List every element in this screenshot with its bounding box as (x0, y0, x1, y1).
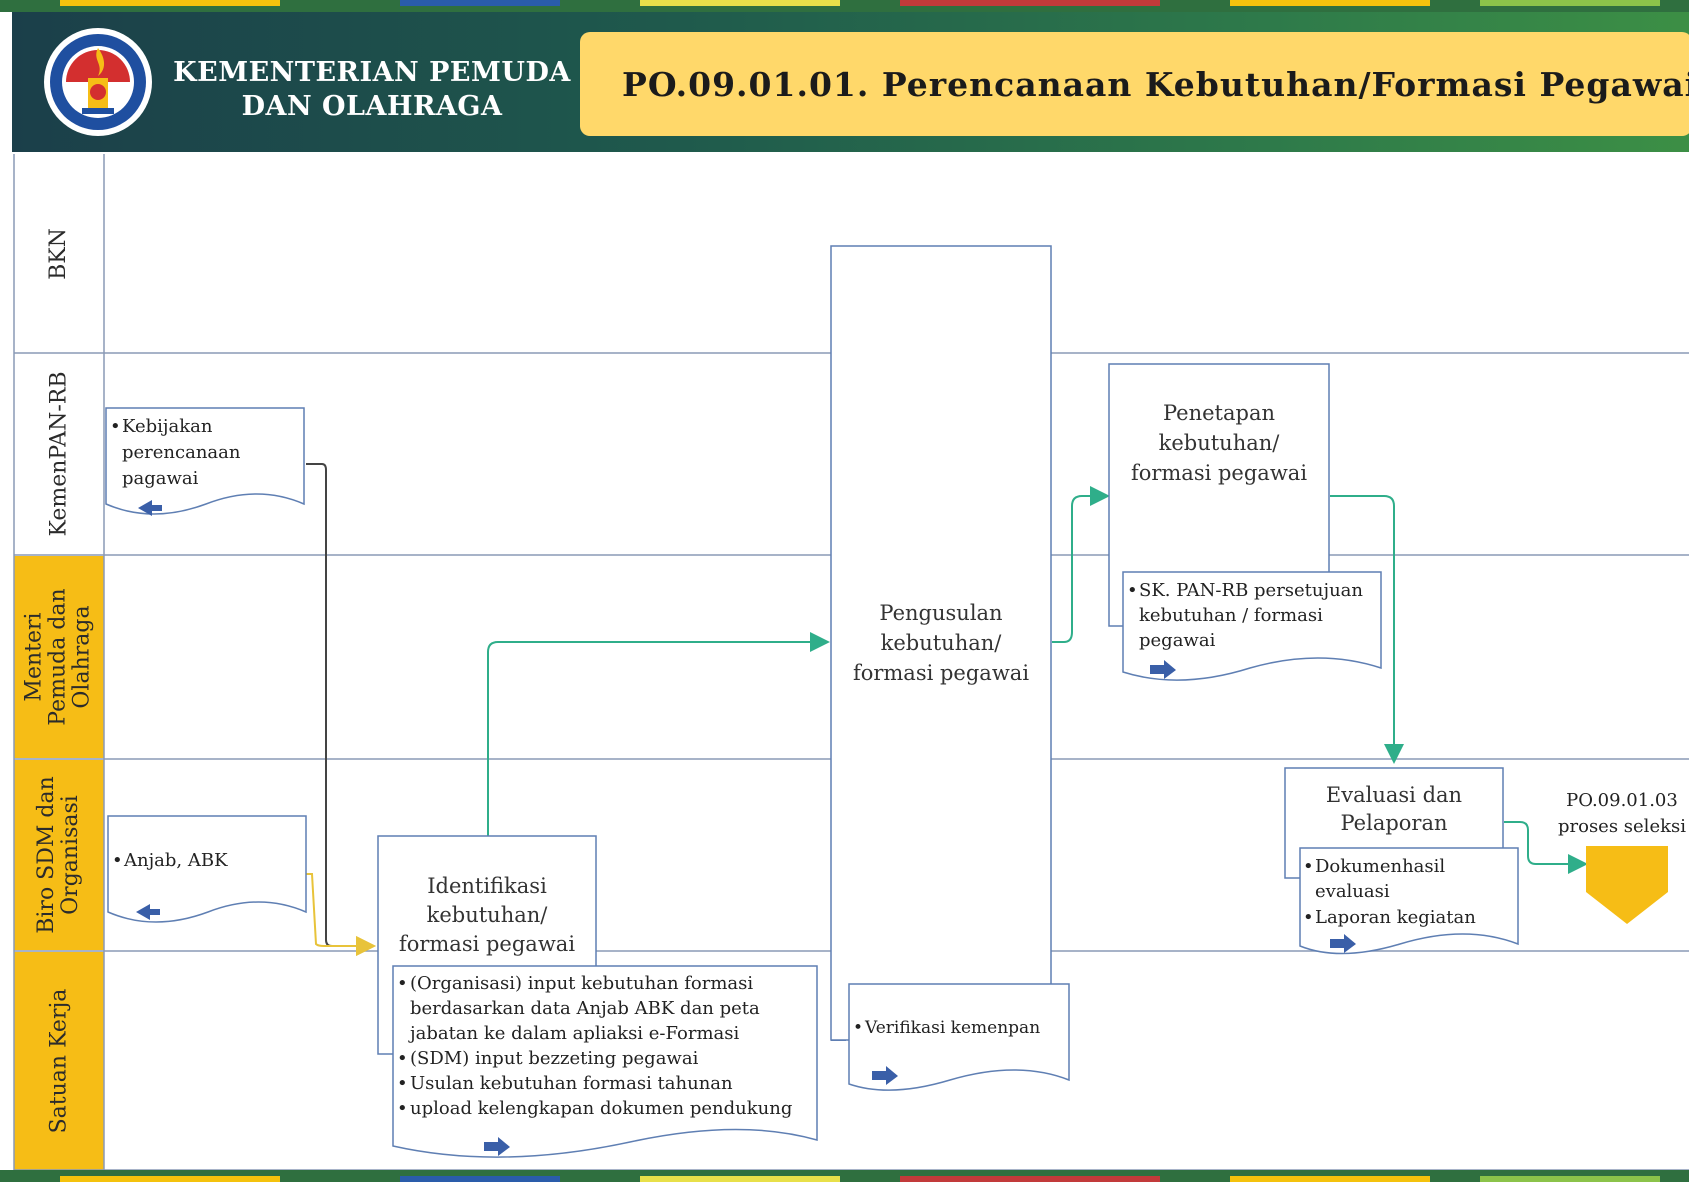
header-band: KEMENTERIAN PEMUDA DAN OLAHRAGA PO.09.01… (12, 12, 1689, 152)
arrow-right-icon (484, 1137, 510, 1156)
doc-kebijakan: • Kebijakan perencanaan pagawai (105, 407, 305, 516)
process-identifikasi-line1: Identifikasi (427, 874, 547, 898)
doc-org-line1: (Organisasi) input kebutuhan formasi (410, 973, 753, 994)
doc-org-bullet-3: • (397, 1073, 408, 1094)
flow-penetapan-to-evaluasi (1330, 495, 1404, 764)
kemenpora-emblem-icon (44, 28, 152, 136)
doc-anjab: • Anjab, ABK (107, 815, 307, 923)
doc-hasil-bullet-2: • (1303, 907, 1314, 928)
process-penetapan-line3: formasi pegawai (1131, 461, 1307, 485)
doc-verifikasi-line1: Verifikasi kemenpan (864, 1018, 1040, 1038)
flow-identifikasi-to-pengusulan (487, 632, 830, 836)
doc-org-bullet-2: • (397, 1048, 408, 1069)
doc-org-line4: (SDM) input bezzeting pegawai (410, 1048, 699, 1069)
doc-verifikasi: • Verifikasi kemenpan (848, 983, 1070, 1091)
process-penetapan-line1: Penetapan (1163, 401, 1275, 425)
arrow-right-icon (872, 1066, 898, 1085)
doc-hasil-line1: Dokumenhasil (1315, 856, 1445, 877)
title-box: PO.09.01.01. Perencanaan Kebutuhan/Forma… (580, 32, 1689, 136)
arrow-left-icon (136, 904, 160, 920)
doc-hasil-shape (1299, 847, 1519, 955)
process-evaluasi-line1: Evaluasi dan (1326, 783, 1462, 807)
doc-kebijakan-bullet: • (110, 416, 121, 437)
flow-anjab-to-identifikasi (306, 873, 376, 956)
doc-hasil-bullet-1: • (1303, 856, 1314, 877)
doc-hasil-line3: Laporan kegiatan (1315, 907, 1476, 928)
process-pengusulan: Pengusulan kebutuhan/ formasi pegawai (830, 245, 1052, 1041)
connector-line2: proses seleksi (1558, 816, 1686, 837)
process-pengusulan-line2: kebutuhan/ (881, 631, 1003, 655)
process-pengusulan-line1: Pengusulan (879, 601, 1002, 625)
doc-kebijakan-line3: pagawai (122, 468, 199, 489)
lane-label-biro: Biro SDM dan Organisasi (14, 760, 104, 950)
process-evaluasi-line2: Pelaporan (1340, 811, 1447, 835)
doc-org-bullet-4: • (397, 1098, 408, 1119)
connector-shape (1586, 846, 1668, 924)
lane-label-satuan: Satuan Kerja (14, 952, 104, 1170)
ministry-name: KEMENTERIAN PEMUDA DAN OLAHRAGA (172, 56, 572, 124)
doc-anjab-bullet: • (112, 850, 123, 871)
doc-anjab-line1: Anjab, ABK (123, 850, 228, 871)
process-pengusulan-line3: formasi pegawai (853, 661, 1029, 685)
flow-pengusulan-to-penetapan (1052, 486, 1110, 643)
doc-sk-bullet: • (1127, 580, 1138, 601)
doc-sk-line1: SK. PAN-RB persetujuan (1139, 580, 1363, 601)
doc-kebijakan-line1: Kebijakan (122, 416, 213, 437)
doc-organisasi: • (Organisasi) input kebutuhan formasi b… (392, 965, 818, 1158)
arrow-right-icon (1150, 660, 1176, 679)
doc-sk-line2: kebutuhan / formasi (1139, 605, 1323, 626)
doc-organisasi-shape (392, 965, 818, 1158)
doc-org-bullet-1: • (397, 973, 408, 994)
flow-connectors (306, 463, 1588, 1041)
doc-org-line3: jabatan ke dalam apliaksi e-Formasi (408, 1023, 739, 1044)
bottom-decorative-stripe (0, 1170, 1689, 1182)
doc-sk-line3: pegawai (1139, 630, 1216, 651)
doc-org-line6: upload kelengkapan dokumen pendukung (410, 1098, 792, 1119)
lane-label-menteri: Menteri Pemuda dan Olahraga (14, 556, 104, 758)
ministry-name-line2: DAN OLAHRAGA (241, 91, 503, 122)
process-pengusulan-box (830, 245, 1052, 1041)
top-decorative-stripe (0, 0, 1689, 12)
process-identifikasi-line3: formasi pegawai (399, 932, 575, 956)
doc-kebijakan-line2: perencanaan (122, 442, 241, 463)
doc-hasil-evaluasi: • Dokumenhasil evaluasi • Laporan kegiat… (1299, 847, 1519, 955)
doc-org-line5: Usulan kebutuhan formasi tahunan (410, 1073, 733, 1094)
doc-org-line2: berdasarkan data Anjab ABK dan peta (410, 998, 760, 1019)
doc-verifikasi-bullet: • (853, 1018, 863, 1038)
doc-hasil-line2: evaluasi (1315, 881, 1390, 902)
arrow-left-icon (138, 500, 162, 516)
connector-line1: PO.09.01.03 (1566, 790, 1678, 811)
doc-anjab-shape (107, 815, 307, 923)
arrow-right-icon (1330, 934, 1356, 953)
page-title: PO.09.01.01. Perencanaan Kebutuhan/Forma… (622, 64, 1689, 104)
doc-sk-panrb-shape (1122, 571, 1382, 681)
flow-kebijakan-to-identifikasi (306, 463, 376, 956)
process-penetapan-line2: kebutuhan/ (1159, 431, 1281, 455)
offpage-connector: PO.09.01.03 proses seleksi (1558, 790, 1686, 924)
doc-sk-panrb: • SK. PAN-RB persetujuan kebutuhan / for… (1122, 571, 1382, 681)
doc-verifikasi-shape (848, 983, 1070, 1091)
process-identifikasi-line2: kebutuhan/ (427, 903, 549, 927)
ministry-name-line1: KEMENTERIAN PEMUDA (173, 57, 571, 88)
flow-evaluasi-to-seleksi (1504, 821, 1588, 874)
doc-kebijakan-shape (105, 407, 305, 515)
